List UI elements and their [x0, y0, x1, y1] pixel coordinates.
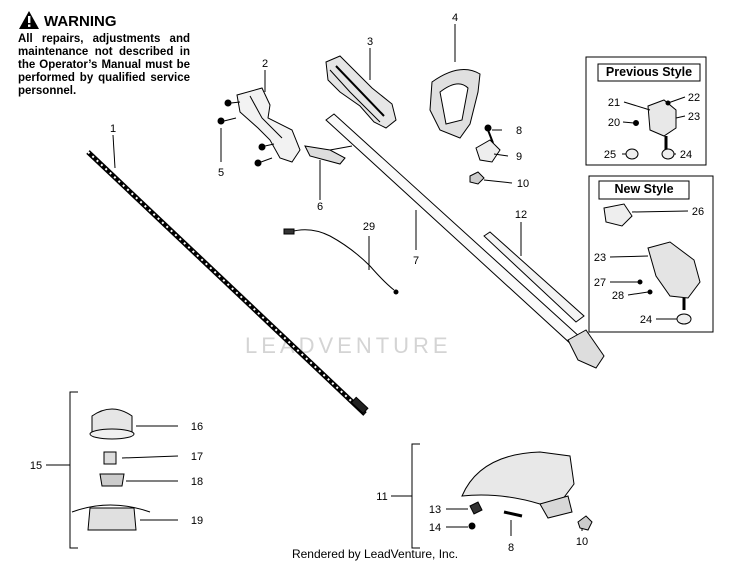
part-drive-shaft	[86, 150, 369, 416]
new-style-box	[588, 175, 714, 333]
part-handle-clamp	[469, 124, 501, 185]
callout-25: 25	[604, 149, 616, 161]
warning-triangle-icon	[19, 11, 39, 29]
callout-2: 2	[262, 58, 268, 70]
part-debris-shield	[461, 451, 593, 531]
callout-15: 15	[30, 460, 42, 472]
callout-11: 11	[376, 491, 387, 503]
warning-text: All repairs, adjustments and maintenance…	[18, 33, 190, 97]
callout-9: 9	[516, 151, 522, 163]
part-main-tube	[325, 113, 605, 369]
footer-credit: Rendered by LeadVenture, Inc.	[291, 547, 459, 561]
callout-20: 20	[608, 117, 620, 129]
callout-17: 17	[191, 451, 203, 463]
part-handle-bracket	[217, 87, 301, 167]
callout-6: 6	[317, 201, 323, 213]
part-tube-grip	[483, 231, 585, 323]
callout-8-shield: 8	[508, 542, 514, 554]
part-gearhead-new	[603, 203, 701, 325]
callout-24-new: 24	[640, 314, 652, 326]
callout-4: 4	[452, 12, 458, 24]
previous-style-title: Previous Style	[605, 65, 693, 79]
callout-12: 12	[515, 209, 527, 221]
trimmer-head-bracket	[69, 391, 78, 549]
callout-26: 26	[692, 206, 704, 218]
callout-21: 21	[608, 97, 620, 109]
callout-22: 22	[688, 92, 700, 104]
previous-style-box	[585, 56, 707, 166]
callout-14: 14	[429, 522, 441, 534]
callout-7: 7	[413, 255, 419, 267]
part-throttle-cable	[283, 228, 399, 295]
callout-8: 8	[516, 125, 522, 137]
callout-19: 19	[191, 515, 203, 527]
callout-27: 27	[594, 277, 606, 289]
callout-29: 29	[363, 221, 375, 233]
callout-13: 13	[429, 504, 441, 516]
part-assist-handle	[429, 69, 481, 139]
callout-10: 10	[517, 178, 529, 190]
part-upper-housing	[325, 55, 397, 129]
callout-1: 1	[110, 123, 116, 135]
callout-28: 28	[612, 290, 624, 302]
previous-style-label-box	[597, 63, 701, 82]
callout-16: 16	[191, 421, 203, 433]
new-style-title: New Style	[614, 182, 674, 196]
shield-bracket	[411, 443, 420, 549]
part-trimmer-head	[71, 408, 151, 531]
callout-3: 3	[367, 36, 373, 48]
callout-24: 24	[680, 149, 692, 161]
leader-lines	[46, 24, 689, 536]
part-gearhead-previous	[625, 99, 677, 160]
callout-5: 5	[218, 167, 224, 179]
warning-title: WARNING	[44, 13, 117, 30]
callout-18: 18	[191, 476, 203, 488]
callout-23: 23	[688, 111, 700, 123]
callout-23-new: 23	[594, 252, 606, 264]
part-trigger	[304, 145, 353, 165]
new-style-label-box	[598, 180, 690, 200]
callout-10-shield: 10	[576, 536, 588, 548]
watermark-text: LEADVENTURE	[245, 333, 452, 358]
